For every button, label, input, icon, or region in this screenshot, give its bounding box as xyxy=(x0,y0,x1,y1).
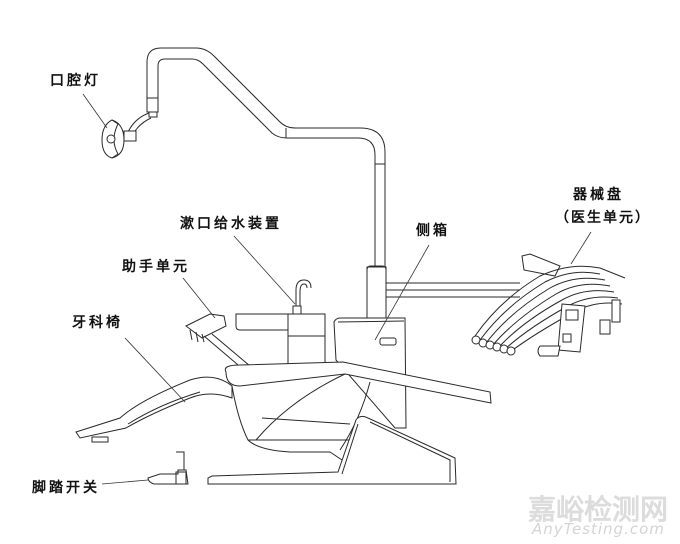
leader-oral-lamp xyxy=(82,93,108,129)
leader-side-box xyxy=(374,244,430,341)
dental-chair xyxy=(75,361,492,485)
label-dental-chair: 牙科椅 xyxy=(72,315,123,331)
leader-foot-switch xyxy=(101,479,149,485)
watermark-cn: 嘉峪检测网 xyxy=(528,493,669,526)
main-post xyxy=(366,265,520,320)
oral-lamp xyxy=(101,112,152,159)
leader-assistant-unit xyxy=(182,277,216,319)
leader-water-supply xyxy=(233,235,296,305)
instrument-tray xyxy=(471,253,626,357)
assistant-unit xyxy=(185,313,251,371)
label-oral-lamp: 口腔灯 xyxy=(50,73,101,89)
foot-switch xyxy=(147,451,189,485)
label-side-box: 侧箱 xyxy=(416,223,450,239)
watermark-en: AnyTesting.com xyxy=(532,520,665,538)
label-instrument-tray-sub: （医生单元） xyxy=(555,210,651,226)
leader-dental-chair xyxy=(124,337,186,403)
label-assistant-unit: 助手单元 xyxy=(122,259,190,275)
water-supply-unit xyxy=(235,279,326,367)
label-instrument-tray: 器械盘 xyxy=(573,187,624,203)
leader-instrument-tray xyxy=(570,231,592,265)
label-water-supply: 漱口给水装置 xyxy=(180,216,282,232)
leader-lines xyxy=(82,93,592,485)
lamp-arm xyxy=(146,47,386,267)
label-foot-switch: 脚踏开关 xyxy=(32,480,100,496)
